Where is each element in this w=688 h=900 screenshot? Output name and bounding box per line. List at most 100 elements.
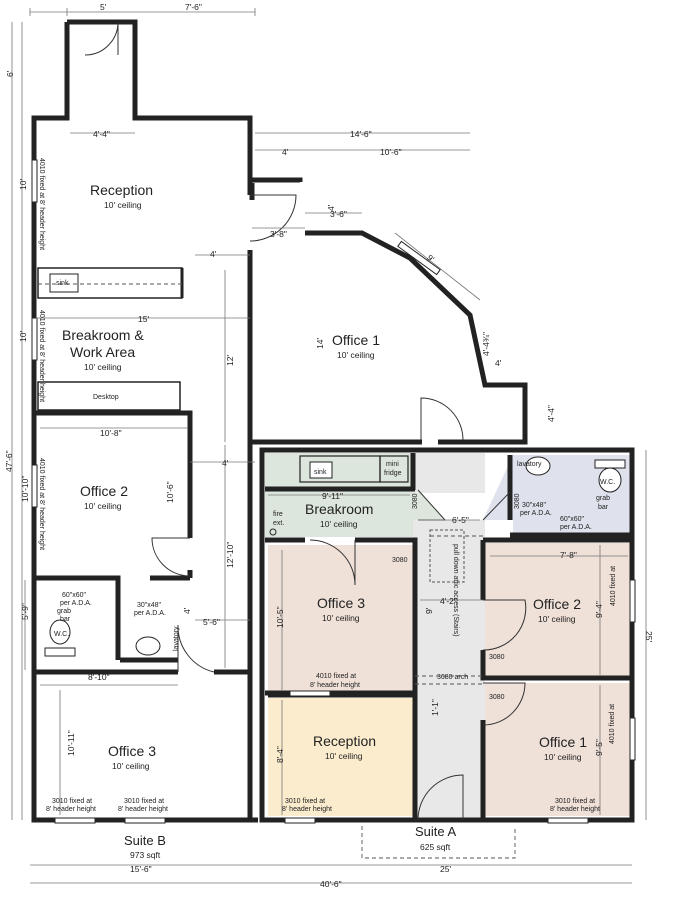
dim-top-5: 5' <box>100 2 107 12</box>
door-code-breakroom: 3080 <box>412 493 419 509</box>
room-office3-b-ceiling: 10' ceiling <box>112 761 150 771</box>
window-note-a1a: 4010 fixed at <box>316 673 356 680</box>
grab-bar-b1: grab <box>57 608 71 615</box>
room-reception-a-ceiling: 10' ceiling <box>325 751 363 761</box>
window-note-a3b: 8' header height <box>550 806 600 813</box>
dim-12-10: 12'-10" <box>225 542 235 568</box>
dim-10-11: 10'-11" <box>66 730 76 756</box>
shower-b: 60"x60" <box>62 592 87 599</box>
window-note-a4: 4010 fixed at <box>610 566 617 606</box>
suite-a-title: Suite A <box>415 824 457 839</box>
room-office1-b-ceiling: 10' ceiling <box>337 350 375 360</box>
grab-a2: bar <box>598 504 609 511</box>
suite-b-walls <box>31 19 528 823</box>
fire-ext-2: ext. <box>273 520 284 527</box>
dim-47-6: 47'-6" <box>4 450 14 472</box>
room-reception-b: Reception <box>90 182 153 198</box>
dim-10-6: 10'-6" <box>380 147 402 157</box>
fridge-label-2: fridge <box>384 470 402 477</box>
dim-left-6: 6' <box>5 70 15 77</box>
room-breakroom-b-2: Work Area <box>70 344 135 360</box>
dimension-lines <box>11 8 647 884</box>
room-office2-a: Office 2 <box>533 596 581 612</box>
sink-label-a: sink <box>314 469 327 476</box>
dim-4-4: 4'-4" <box>93 129 110 139</box>
plumbing-fixtures <box>44 456 626 657</box>
wc-a: W.C. <box>600 479 615 486</box>
room-reception-a: Reception <box>313 733 376 749</box>
fridge-label-1: mini <box>386 461 399 468</box>
attic-label: pull down attic access (Stairs) <box>452 544 459 637</box>
shower-b-ada: per A.D.A. <box>60 600 92 607</box>
dim-8-4: 8'-4" <box>275 746 285 763</box>
dim-4-2: 4'-2" <box>440 596 457 606</box>
dim-3-6: 3'-6" <box>330 209 347 219</box>
window-note-a3a: 3010 fixed at <box>555 798 595 805</box>
dim-10a: 10' <box>18 179 28 190</box>
suite-b-desktop <box>37 381 181 411</box>
window-note-a5: 4010 fixed at <box>609 704 616 744</box>
dim-4-sm: 4' <box>182 607 192 614</box>
dim-top-7-6: 7'-6" <box>185 2 202 12</box>
dim-25-bottom: 25' <box>440 864 451 874</box>
dim-9-4: 9'-4" <box>594 601 604 618</box>
wc-b: W.C. <box>54 631 69 638</box>
dim-4a: 4' <box>282 147 289 157</box>
dim-15-6: 15'-6" <box>130 864 152 874</box>
dim-10b: 10' <box>18 331 28 342</box>
dim-14: 14' <box>315 338 325 349</box>
lav-a-size: 30"x48" <box>522 502 547 509</box>
dim-10-8: 10'-8" <box>100 428 122 438</box>
suite-b-title: Suite B <box>124 833 166 848</box>
reception-a-fill <box>268 698 413 816</box>
fire-extinguisher-icon <box>269 528 277 536</box>
door-code-office2: 3080 <box>489 654 505 661</box>
dim-9-hall: 9' <box>424 607 434 614</box>
dim-10-5: 10'-5" <box>275 606 285 628</box>
lav-label-a: lavatory <box>517 461 542 468</box>
office-3-a-fill <box>268 545 413 693</box>
fire-ext-1: fire <box>273 511 283 518</box>
dim-4-4b: 4'-4" <box>546 405 556 422</box>
dim-4-sm2: 4' <box>326 204 336 211</box>
suite-a-walls <box>259 447 635 823</box>
dim-4-3-4: 4'-4¾" <box>481 332 491 356</box>
room-office2-b: Office 2 <box>80 483 128 499</box>
grab-bar-b2: bar <box>60 616 71 623</box>
sink-label-b: sink <box>56 280 69 287</box>
lav-a-ada: per A.D.A. <box>520 510 552 517</box>
dim-40-6: 40'-6" <box>320 879 342 889</box>
dim-10-10: 10'-10" <box>20 476 30 502</box>
lav-b-size: 30"x48" <box>137 602 162 609</box>
room-breakroom-b-ceiling: 10' ceiling <box>84 362 122 372</box>
lav-label-b: lavatory <box>173 626 180 651</box>
room-office2-b-ceiling: 10' ceiling <box>84 501 122 511</box>
door-swings <box>84 21 527 821</box>
window-note-a1b: 8' header height <box>310 682 360 689</box>
breakroom-a-fill-2 <box>265 489 415 537</box>
window-note-b1a: 3010 fixed at <box>52 798 92 805</box>
door-code-lav: 3080 <box>514 493 521 509</box>
window-note-b2b: 8' header height <box>118 806 168 813</box>
dim-9-5: 9'-5" <box>594 739 604 756</box>
dim-14-6: 14'-6" <box>350 129 372 139</box>
room-office1-a: Office 1 <box>539 734 587 750</box>
dim-15: 15' <box>138 314 149 324</box>
office-1-a-fill <box>485 683 630 816</box>
suite-b-sink <box>49 273 79 293</box>
room-reception-b-ceiling: 10' ceiling <box>104 200 142 210</box>
window-note-b4: 4010 fixed at 8' header height <box>38 310 45 402</box>
lavatory-a-fill <box>483 455 630 535</box>
attic-hatch <box>429 529 465 583</box>
dim-9-11: 9'-11" <box>322 491 343 501</box>
room-office3-a-ceiling: 10' ceiling <box>322 613 360 623</box>
window-note-b2a: 3010 fixed at <box>124 798 164 805</box>
dim-25-right: 25' <box>644 631 654 642</box>
room-breakroom-a: Breakroom <box>305 501 373 517</box>
dim-1-1: 1'-1" <box>430 699 440 716</box>
room-office2-a-ceiling: 10' ceiling <box>538 614 576 624</box>
dim-5-9: 5'-9" <box>20 603 30 620</box>
room-office1-a-ceiling: 10' ceiling <box>544 752 582 762</box>
room-breakroom-b-1: Breakroom & <box>62 327 144 343</box>
suite-a-sqft: 625 sqft <box>420 842 451 852</box>
